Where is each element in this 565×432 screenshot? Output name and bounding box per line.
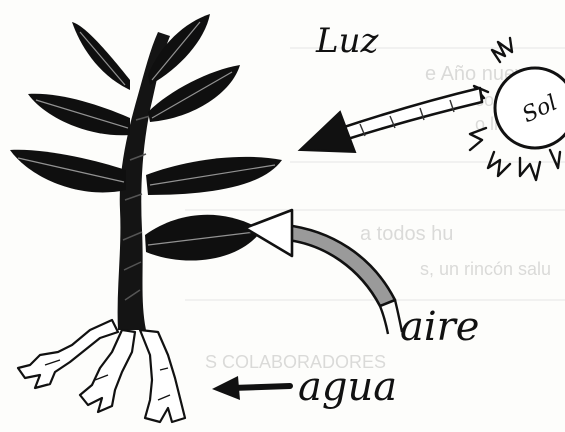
leaf-veins bbox=[18, 22, 275, 245]
leaf-right-long bbox=[146, 157, 282, 195]
air-arrow-head bbox=[245, 210, 292, 256]
water-arrow-shaft bbox=[232, 386, 290, 388]
light-arrow bbox=[300, 88, 482, 152]
bleed-line-5: s, un rincón salu bbox=[420, 259, 551, 279]
bleed-line-4: a todos hu bbox=[360, 223, 453, 245]
air-label: aire bbox=[400, 304, 479, 350]
water-arrow bbox=[212, 376, 290, 400]
root-right bbox=[140, 330, 185, 422]
roots bbox=[18, 320, 185, 422]
light-label: Luz bbox=[315, 21, 379, 61]
light-arrow-head bbox=[300, 112, 355, 152]
water-label: agua bbox=[298, 364, 397, 410]
water-arrow-head bbox=[212, 376, 240, 400]
plant bbox=[10, 14, 282, 330]
leaf-mid-left bbox=[28, 94, 130, 136]
light-arrow-shaft bbox=[335, 88, 482, 142]
leaf-left-long bbox=[10, 150, 126, 193]
